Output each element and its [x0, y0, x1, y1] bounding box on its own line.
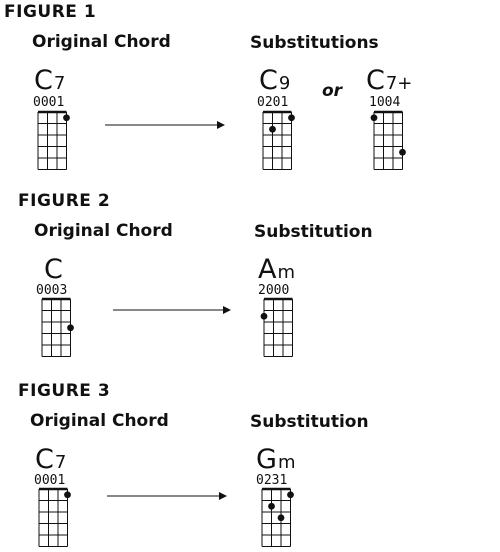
- figure-3-substitution-fret-code: 0231: [256, 473, 288, 488]
- chord-root: C: [44, 254, 63, 285]
- figure-3-original-chord-name: C7: [35, 446, 66, 473]
- figure-2-substitution-heading: Substitution: [254, 222, 373, 242]
- figure-1-substitution-1-chord-diagram: [262, 110, 295, 170]
- chord-suffix: m: [277, 452, 296, 473]
- finger-dot: [63, 114, 70, 122]
- finger-dot: [288, 114, 295, 122]
- figure-3-substitution-chord-name: Gm: [256, 446, 295, 473]
- finger-dot: [67, 324, 74, 332]
- figure-2-original-heading: Original Chord: [34, 221, 173, 241]
- figure-1-original-fret-code: 0001: [33, 95, 65, 110]
- figure-3-original-fret-code: 0001: [34, 473, 66, 488]
- figure-3-substitution-heading: Substitution: [250, 412, 369, 432]
- or-label: or: [322, 81, 343, 101]
- figure-2-arrow: [113, 306, 231, 314]
- chord-root: C: [34, 65, 53, 96]
- finger-dot: [260, 312, 268, 320]
- chord-suffix: 7+: [385, 73, 413, 94]
- figure-2-substitution-chord-name: Am: [258, 256, 295, 283]
- figure-2-original-chord-diagram: [41, 297, 74, 357]
- finger-dot: [399, 148, 406, 156]
- figure-1-substitution-2-fret-code: 1004: [369, 95, 401, 110]
- figure-1-substitution-2-chord-name: C7+: [366, 67, 412, 94]
- figure-1-substitution-1-fret-code: 0201: [257, 95, 289, 110]
- figure-1-original-chord-diagram: [37, 110, 70, 170]
- figure-2-substitution-chord-diagram: [260, 297, 293, 357]
- figure-2-original-fret-code: 0003: [36, 283, 68, 298]
- figure-3-title: FIGURE 3: [18, 381, 111, 401]
- chord-root: C: [366, 65, 385, 96]
- finger-dot: [64, 491, 71, 499]
- figure-2-original-chord-name: C: [44, 256, 64, 283]
- chord-root: A: [258, 254, 277, 285]
- figure-1-substitution-1-chord-name: C9: [259, 67, 290, 94]
- figure-1-original-chord-name: C7: [34, 67, 65, 94]
- figure-3-substitution-chord-diagram: [261, 487, 294, 547]
- finger-dot: [370, 114, 378, 122]
- finger-dot: [287, 491, 294, 499]
- chord-root: G: [256, 444, 277, 475]
- figure-2-title: FIGURE 2: [18, 191, 111, 211]
- figure-3-original-chord-diagram: [38, 487, 71, 547]
- figure-2-substitution-fret-code: 2000: [258, 283, 290, 298]
- chord-root: C: [259, 65, 278, 96]
- figure-1-substitution-2-chord-diagram: [370, 110, 406, 170]
- chord-suffix: m: [277, 262, 296, 283]
- figure-1-substitution-heading: Substitutions: [250, 33, 379, 53]
- figure-3-original-heading: Original Chord: [30, 411, 169, 431]
- chord-suffix: 7: [53, 73, 66, 94]
- finger-dot: [269, 125, 276, 133]
- finger-dot: [268, 502, 275, 510]
- figure-1-title: FIGURE 1: [4, 2, 97, 22]
- figure-1-arrow: [105, 121, 225, 129]
- chord-root: C: [35, 444, 54, 475]
- figure-1-original-heading: Original Chord: [32, 32, 171, 52]
- chord-suffix: 7: [54, 452, 67, 473]
- finger-dot: [277, 514, 285, 522]
- chord-suffix: 9: [278, 73, 291, 94]
- figure-3-arrow: [107, 492, 227, 500]
